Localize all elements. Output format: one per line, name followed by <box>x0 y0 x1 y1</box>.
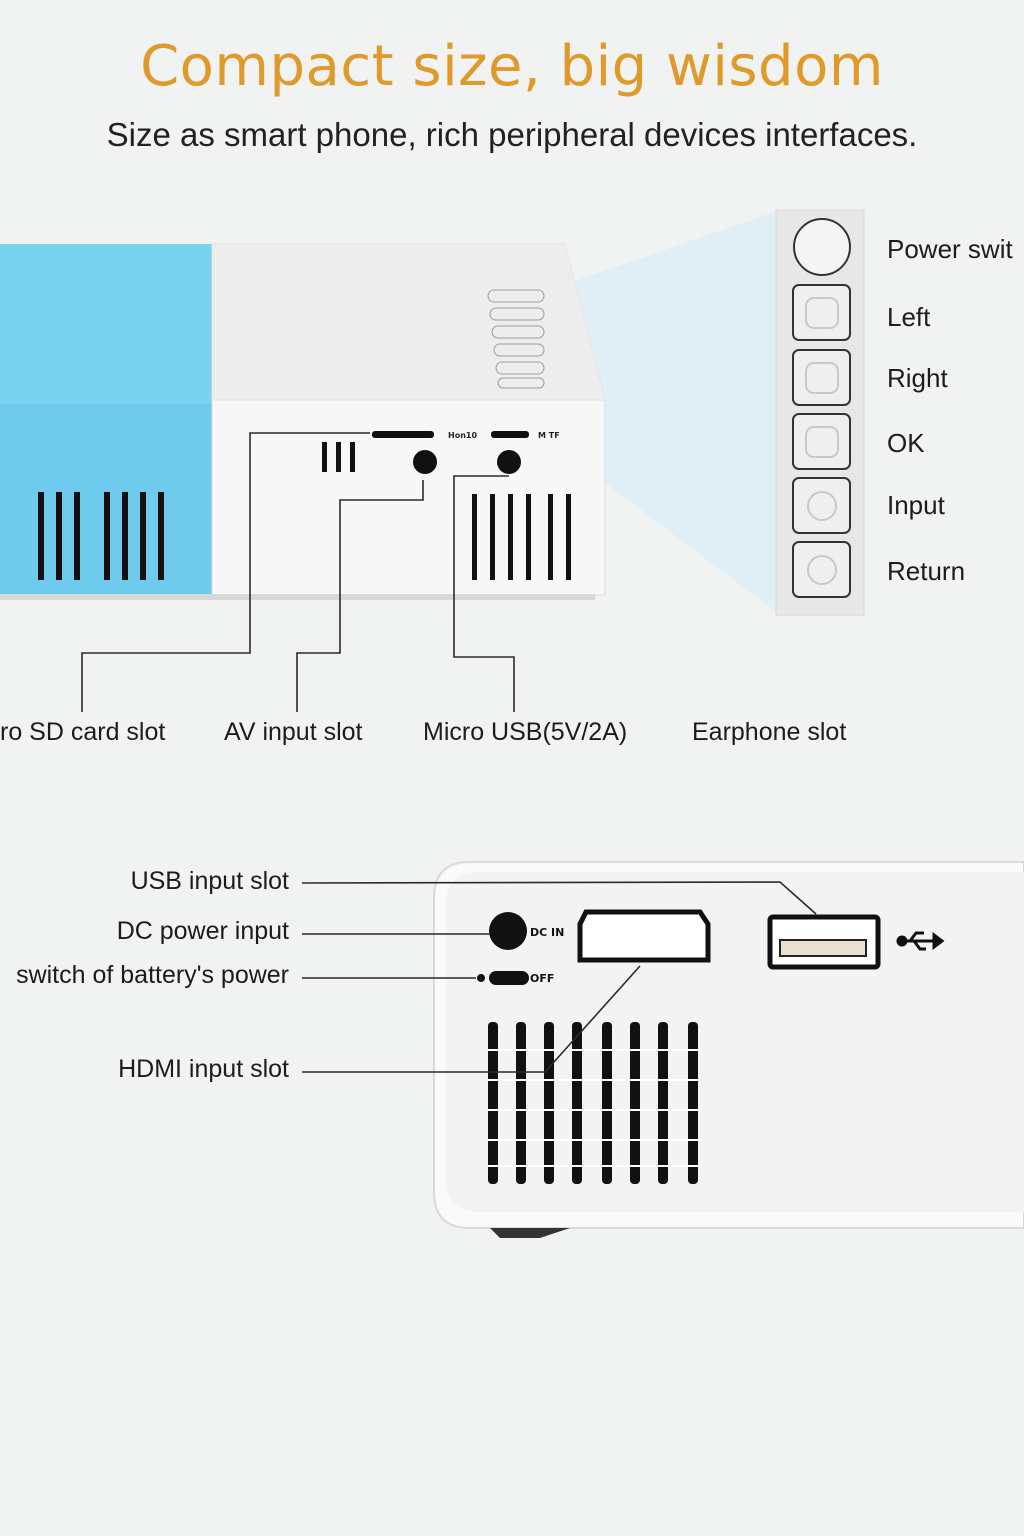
label-micro-usb: Micro USB(5V/2A) <box>423 718 628 746</box>
dc-in-marking: DC IN <box>530 926 564 939</box>
button-panel <box>775 209 865 616</box>
ok-button[interactable] <box>792 413 851 470</box>
label-usb-input-slot: USB input slot <box>130 867 289 895</box>
usb-icon <box>896 931 945 951</box>
label-return: Return <box>887 556 966 586</box>
label-earphone-slot: Earphone slot <box>692 718 847 746</box>
projector-top-body: Hon10 M TF <box>0 243 606 600</box>
hdmi-marking: Hon10 <box>448 431 477 440</box>
label-hdmi-input-slot: HDMI input slot <box>118 1055 289 1083</box>
label-av-input-slot: AV input slot <box>224 718 363 746</box>
label-left: Left <box>887 302 931 332</box>
off-marking: OFF <box>530 972 554 985</box>
right-button[interactable] <box>792 349 851 406</box>
projector-rear-body: DC IN OFF <box>433 861 1024 1238</box>
input-button[interactable] <box>792 477 851 534</box>
label-dc-power-input: DC power input <box>116 917 289 945</box>
label-battery-switch-text: switch of battery's power <box>16 961 289 989</box>
page-subtitle: Size as smart phone, rich peripheral dev… <box>106 116 918 153</box>
label-micro-sd-slot: ro SD card slot <box>0 718 166 746</box>
label-battery-switch: switch of battery's power <box>0 961 289 990</box>
bottom-leader-lines <box>301 881 817 1073</box>
power-button[interactable] <box>793 218 851 276</box>
left-button[interactable] <box>792 284 851 341</box>
projection-beam <box>520 210 780 615</box>
hdmi-port <box>577 909 711 963</box>
return-button[interactable] <box>792 541 851 598</box>
label-ok: OK <box>887 428 925 458</box>
tf-marking: M TF <box>538 431 560 440</box>
label-right: Right <box>887 363 948 393</box>
dc-port <box>489 912 527 950</box>
page-title: Compact size, big wisdom <box>140 34 884 99</box>
label-power-switch: Power swit <box>887 234 1013 264</box>
battery-switch[interactable] <box>489 971 529 985</box>
label-input: Input <box>887 490 945 520</box>
top-leader-lines <box>81 432 515 712</box>
